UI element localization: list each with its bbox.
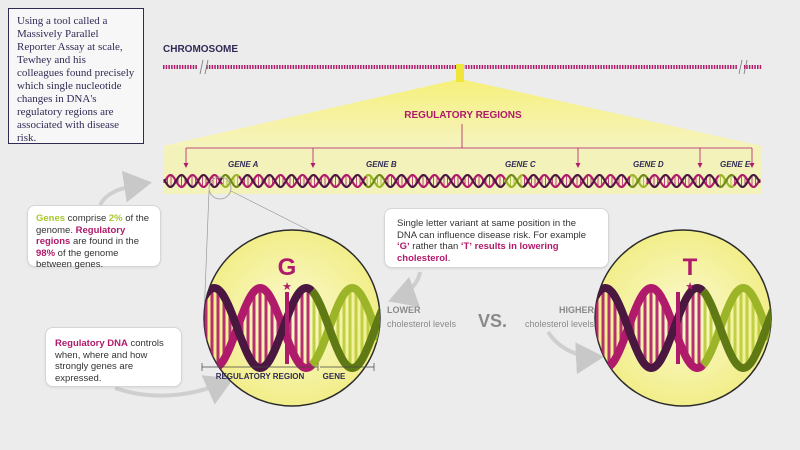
arrow-to-strip [98, 170, 152, 206]
genes-text-3: are found in the [70, 236, 139, 247]
chromosome-bar [163, 59, 762, 75]
regulatory-regions-word: Regulatory regions [36, 224, 126, 248]
region-arrows [183, 148, 755, 168]
genes-pct-2: 2% [108, 213, 123, 224]
region-gene-brackets [201, 363, 375, 371]
regulatory-zoom-fan [163, 80, 762, 146]
variant-text-4: . [447, 252, 451, 264]
region-arrow-head [749, 163, 755, 168]
arrow-to-left-circle [114, 375, 234, 405]
genes-text-1: comprise [65, 213, 109, 224]
strip-strand-b [629, 173, 648, 189]
gene-label: GENE [323, 372, 346, 381]
helix-strand-back [204, 283, 315, 373]
strip-strand-a [163, 173, 223, 189]
strip-strand-a [384, 173, 506, 189]
magnifier-ring [208, 176, 232, 200]
helix-strand-front [204, 283, 315, 373]
arrow-to-right-circle [546, 330, 604, 375]
chromosome-label: CHROMOSOME [163, 44, 238, 55]
intro-box: Using a tool called a Massively Parallel… [8, 8, 144, 144]
regulatory-dna-word: Regulatory DNA [55, 338, 128, 349]
chromosome-break-mark [738, 59, 743, 75]
variant-callout: Single letter variant at same position i… [384, 208, 609, 268]
strip-strand-b [238, 173, 367, 189]
strip-strand-a [504, 173, 523, 189]
strip-strand-b [365, 173, 386, 189]
strip-strand-b [733, 173, 761, 189]
genes-callout: Genes comprise 2% of the genome. Regulat… [27, 205, 161, 270]
genes-word: Genes [36, 213, 66, 224]
helix-strand-front [595, 283, 706, 373]
regulatory-dna-text: controls when, where and how strongly ge… [55, 338, 164, 384]
chromosome-break-mark [204, 59, 209, 75]
strip-strand-b [163, 173, 223, 189]
gene-c-label: GENE C [505, 160, 536, 169]
helix-strand-back [595, 283, 706, 373]
strip-strand-b [646, 173, 720, 189]
regulatory-region-label: REGULATORY REGION [216, 372, 305, 381]
strip-strand-b [718, 173, 735, 189]
chromosome-highlight [456, 64, 464, 82]
chromosome-break-mark [199, 59, 204, 75]
dna-strip-helix [163, 173, 761, 189]
higher-sub-label: cholesterol levels [525, 319, 595, 329]
region-arrow-head [183, 163, 189, 168]
variant-t-quote: ʻTʼ [460, 241, 472, 252]
variant-result: results in lowering cholesterol [397, 241, 559, 264]
chromosome-break-mark [743, 59, 748, 75]
variant-t-helix [595, 283, 771, 373]
vs-label: VS. [478, 311, 507, 331]
gene-b-label: GENE B [366, 160, 397, 169]
region-arrow-head [575, 163, 581, 168]
genes-text-2: of the genome. [36, 213, 150, 236]
strip-strand-a [365, 173, 386, 189]
arrow-to-lower [388, 271, 422, 307]
variant-g-star-icon: ★ [282, 281, 292, 293]
strip-strand-b [504, 173, 523, 189]
regulatory-dna-callout: Regulatory DNA controls when, where and … [45, 327, 182, 387]
helix-gene-strand-front [699, 283, 771, 368]
genes-text-4: of the genome between genes. [36, 247, 119, 271]
intro-text: Using a tool called a Massively Parallel… [17, 15, 135, 144]
gene-a-label: GENE A [228, 160, 259, 169]
helix-gene-strand-back [699, 288, 771, 373]
genes-pct-98: 98% [36, 247, 56, 259]
helix-gene-strand-back [308, 288, 380, 373]
variant-g-quote: ʻGʼ [397, 241, 410, 252]
regulatory-regions-bracket [186, 124, 752, 149]
gene-d-label: GENE D [633, 160, 664, 169]
lower-label: LOWER [387, 305, 421, 315]
zoom-line-left [203, 190, 210, 319]
strip-strand-a [646, 173, 720, 189]
strip-strand-a [733, 173, 761, 189]
region-arrow-head [697, 163, 703, 168]
strip-strand-b [522, 173, 631, 189]
dna-strip-background [163, 146, 762, 194]
helix-gene-strand-front [308, 283, 380, 368]
variant-g-letter: G [278, 254, 297, 281]
variant-t-star-icon: ★ [685, 281, 695, 293]
variant-text-1: Single letter variant at same position i… [397, 218, 587, 241]
strip-strand-b [221, 173, 240, 189]
variant-text-2: rather than [409, 241, 461, 252]
variant-g-helix [204, 283, 380, 373]
strip-strand-a [522, 173, 631, 189]
region-arrow-head [310, 163, 316, 168]
higher-label: HIGHER [559, 305, 595, 315]
lower-sub-label: cholesterol levels [387, 319, 457, 329]
strip-strand-b [384, 173, 506, 189]
regulatory-regions-title: REGULATORY REGIONS [404, 110, 522, 121]
variant-t-letter: T [683, 254, 698, 281]
gene-e-label: GENE E [720, 160, 751, 169]
strip-strand-a [238, 173, 367, 189]
